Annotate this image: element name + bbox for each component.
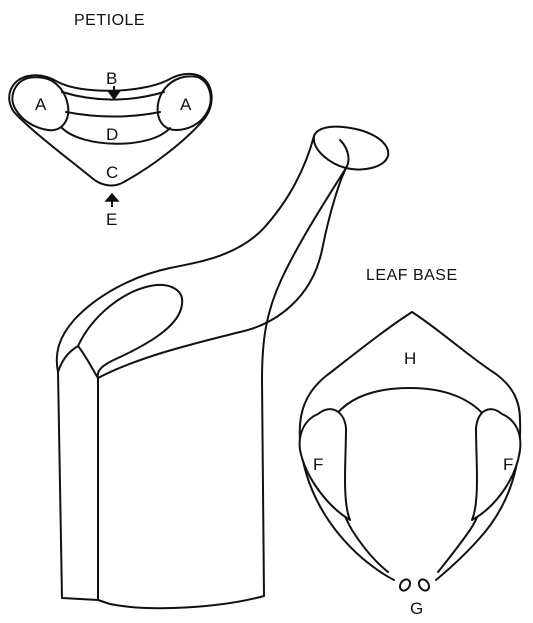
petiole-section: PETIOLE B A A D C E: [9, 12, 211, 229]
leaf-base-title: LEAF BASE: [366, 267, 458, 284]
arrow-b-icon: [109, 92, 119, 99]
label-d: D: [106, 125, 118, 144]
leaf-base-region-f-left: [300, 409, 350, 520]
label-g: G: [410, 599, 423, 618]
label-b: B: [106, 69, 117, 88]
petiole-cut-face: [314, 127, 388, 170]
petiole-title: PETIOLE: [74, 12, 145, 29]
label-c: C: [106, 163, 118, 182]
arrow-e-icon: [106, 194, 118, 201]
label-h: H: [404, 349, 416, 368]
stem-inner-curve: [98, 168, 346, 378]
leaf-base-section: LEAF BASE H F F G: [300, 267, 521, 618]
petiole-band-b-bottom: [66, 112, 160, 117]
label-a-left: A: [35, 95, 47, 114]
stem-inner-left: [58, 346, 78, 372]
leaf-base-inner-arch: [329, 388, 493, 572]
stem-outline: [57, 136, 346, 608]
label-f-right: F: [503, 455, 513, 474]
petiole-cut-inner: [340, 140, 348, 168]
leaf-base-region-g-right: [417, 578, 431, 593]
label-a-right: A: [180, 95, 192, 114]
label-e: E: [106, 210, 117, 229]
leaf-base-region-g-left: [398, 578, 412, 593]
label-f-left: F: [313, 455, 323, 474]
